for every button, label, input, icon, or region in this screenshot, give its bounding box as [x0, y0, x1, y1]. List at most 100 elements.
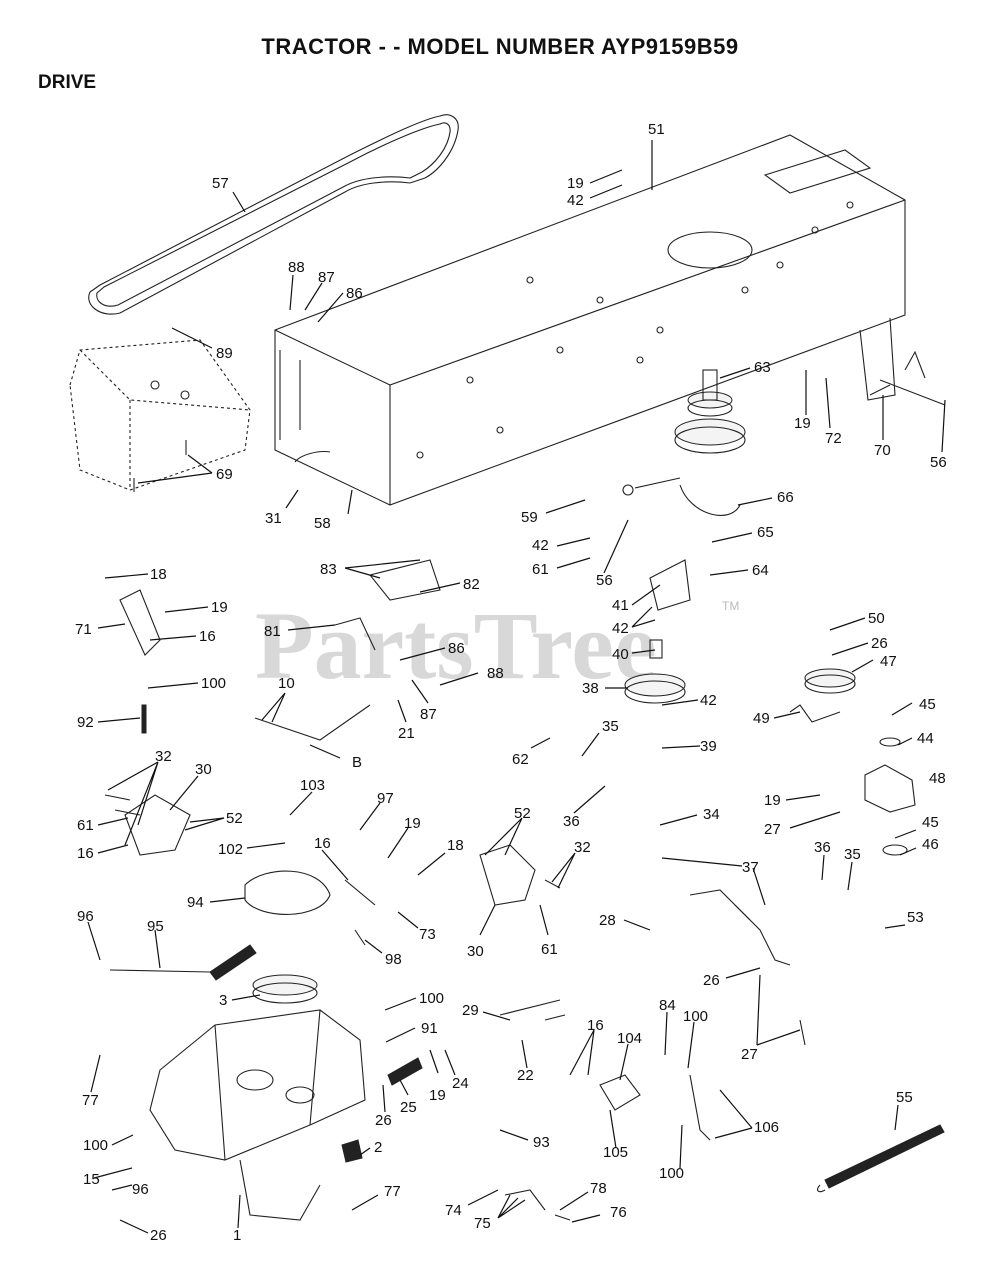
- callout-56: 56: [930, 454, 947, 471]
- callout-44: 44: [917, 730, 934, 747]
- callout-16d: 16: [587, 1017, 604, 1034]
- callout-102: 102: [218, 841, 243, 858]
- callout-30b: 30: [467, 943, 484, 960]
- callout-103: 103: [300, 777, 325, 794]
- callout-69: 69: [216, 466, 233, 483]
- callout-26d: 26: [703, 972, 720, 989]
- callout-75: 75: [474, 1215, 491, 1232]
- callout-42: 42: [567, 192, 584, 209]
- callout-19c: 19: [211, 599, 228, 616]
- callout-88b: 88: [487, 665, 504, 682]
- callout-32b: 32: [574, 839, 591, 856]
- callout-21: 21: [398, 725, 415, 742]
- engine-pulley: [674, 369, 746, 454]
- callout-41: 41: [612, 597, 629, 614]
- callout-51: 51: [648, 121, 665, 138]
- callout-46: 46: [922, 836, 939, 853]
- spring-55: [816, 1124, 945, 1193]
- callout-62: 62: [512, 751, 529, 768]
- callout-94: 94: [187, 894, 204, 911]
- callout-73: 73: [419, 926, 436, 943]
- callout-57: 57: [212, 175, 229, 192]
- callout-35: 35: [602, 718, 619, 735]
- callout-24: 24: [452, 1075, 469, 1092]
- callout-77: 77: [82, 1092, 99, 1109]
- drive-belt: [88, 114, 459, 315]
- section-label: DRIVE: [38, 72, 97, 93]
- callout-19f: 19: [764, 792, 781, 809]
- callout-56b: 56: [596, 572, 613, 589]
- callout-98: 98: [385, 951, 402, 968]
- leader-lines: [87, 140, 946, 1234]
- callout-31: 31: [265, 510, 282, 527]
- callout-97: 97: [377, 790, 394, 807]
- callout-100b: 100: [419, 990, 444, 1007]
- callout-76: 76: [610, 1204, 627, 1221]
- callout-B: B: [352, 754, 362, 771]
- idler-arm-66: [622, 477, 741, 516]
- callout-61c: 61: [541, 941, 558, 958]
- callout-45b: 45: [922, 814, 939, 831]
- callout-29: 29: [462, 1002, 479, 1019]
- spring-95: [109, 944, 257, 981]
- callout-1: 1: [233, 1227, 241, 1244]
- callout-61: 61: [532, 561, 549, 578]
- callout-86b: 86: [448, 640, 465, 657]
- callout-42d: 42: [700, 692, 717, 709]
- link-rods: [499, 889, 806, 1221]
- callout-100c: 100: [683, 1008, 708, 1025]
- callout-45: 45: [919, 696, 936, 713]
- callout-36: 36: [563, 813, 580, 830]
- callout-88: 88: [288, 259, 305, 276]
- callout-16: 16: [199, 628, 216, 645]
- callout-19e: 19: [429, 1087, 446, 1104]
- callout-96: 96: [77, 908, 94, 925]
- bell-crank-83: [334, 559, 441, 651]
- callout-89: 89: [216, 345, 233, 362]
- callout-92: 92: [77, 714, 94, 731]
- callout-28: 28: [599, 912, 616, 929]
- brake-disc-30b: [479, 844, 561, 906]
- callout-18b: 18: [447, 837, 464, 854]
- callout-26: 26: [871, 635, 888, 652]
- page-title: TRACTOR - - MODEL NUMBER AYP9159B59: [261, 34, 739, 59]
- callout-105: 105: [603, 1144, 628, 1161]
- callout-30: 30: [195, 761, 212, 778]
- callout-63: 63: [754, 359, 771, 376]
- callout-19d: 19: [404, 815, 421, 832]
- callout-32: 32: [155, 748, 172, 765]
- callout-26c: 26: [150, 1227, 167, 1244]
- callout-87b: 87: [420, 706, 437, 723]
- callout-96b: 96: [132, 1181, 149, 1198]
- callout-27b: 27: [741, 1046, 758, 1063]
- watermark-text: PartsTree: [255, 592, 657, 699]
- shift-lever-71: [119, 589, 161, 734]
- idler-pulley-38: [624, 559, 691, 704]
- callout-3: 3: [219, 992, 227, 1009]
- callout-74: 74: [445, 1202, 462, 1219]
- callout-64: 64: [752, 562, 769, 579]
- callout-27: 27: [764, 821, 781, 838]
- callout-61b: 61: [77, 817, 94, 834]
- callout-47: 47: [880, 653, 897, 670]
- callout-77b: 77: [384, 1183, 401, 1200]
- callout-82: 82: [463, 576, 480, 593]
- callout-37: 37: [742, 859, 759, 876]
- callout-78: 78: [590, 1180, 607, 1197]
- callout-100e: 100: [659, 1165, 684, 1182]
- callout-34: 34: [703, 806, 720, 823]
- callout-40: 40: [612, 646, 629, 663]
- callout-25: 25: [400, 1099, 417, 1116]
- callout-86: 86: [346, 285, 363, 302]
- brake-disc-30: [104, 794, 191, 856]
- callout-59: 59: [521, 509, 538, 526]
- callout-66: 66: [777, 489, 794, 506]
- callout-2: 2: [374, 1139, 382, 1156]
- callout-19: 19: [567, 175, 584, 192]
- callout-52: 52: [226, 810, 243, 827]
- spring-25: [387, 1057, 423, 1086]
- callout-84: 84: [659, 997, 676, 1014]
- transaxle: [149, 974, 366, 1221]
- callout-50: 50: [868, 610, 885, 627]
